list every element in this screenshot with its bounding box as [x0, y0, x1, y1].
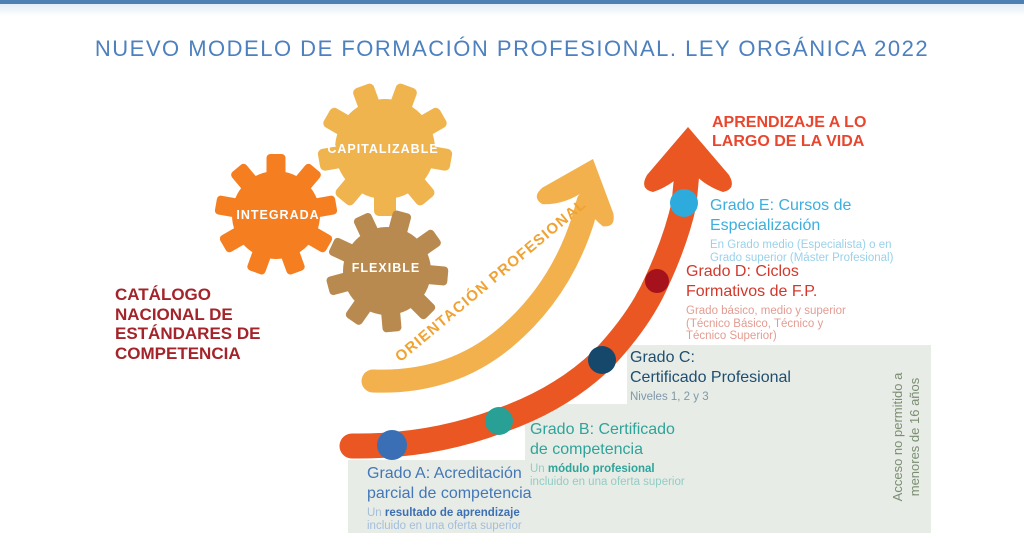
grade-b-sub-bold: módulo profesional — [547, 463, 655, 475]
catalog-line2: NACIONAL DE — [115, 304, 233, 324]
grade-d-dot — [645, 269, 669, 293]
grade-c-title-line1: Grado C: — [630, 349, 695, 366]
grade-b-block: Grado B: Certificado de competencia Un m… — [530, 420, 685, 489]
grade-b-sub-line1: Un módulo profesional — [530, 463, 685, 476]
lifelong-learning-heading: APRENDIZAJE A LO LARGO DE LA VIDA — [712, 113, 866, 151]
lifelong-line1: APRENDIZAJE A LO — [712, 114, 867, 131]
gear-flexible-label: FLEXIBLE — [351, 261, 421, 275]
grade-a-sub-line1: Un resultado de aprendizaje — [367, 507, 532, 520]
grade-a-dot — [377, 430, 407, 460]
grade-b-sub-prefix: Un — [530, 463, 548, 475]
grade-b-dot — [485, 407, 513, 435]
grade-b-sub-line2: incluido en una oferta superior — [530, 476, 685, 488]
grade-a-title-line1: Grado A: Acreditación — [367, 465, 522, 482]
grade-e-block: Grado E: Cursos de Especialización En Gr… — [710, 196, 893, 265]
pathway-arrow-head — [644, 127, 732, 192]
catalog-line1: CATÁLOGO — [115, 285, 212, 304]
grade-a-block: Grado A: Acreditación parcial de compete… — [367, 464, 532, 533]
grade-a-sub-bold: resultado de aprendizaje — [384, 507, 520, 519]
grade-e-dot — [670, 189, 698, 217]
grade-d-title-line2: Formativos de F.P. — [686, 283, 818, 300]
grade-c-title-line2: Certificado Profesional — [630, 369, 791, 386]
grade-e-title-line1: Grado E: Cursos de — [710, 197, 852, 214]
grade-d-block: Grado D: Ciclos Formativos de F.P. Grado… — [686, 262, 846, 343]
grade-e-sub-line1: En Grado medio (Especialista) o en — [710, 239, 892, 251]
gear-integrada-icon — [214, 154, 338, 275]
gear-flexible-icon — [326, 210, 449, 333]
grade-a-title-line2: parcial de competencia — [367, 485, 532, 502]
orientation-arrow-head — [536, 159, 614, 227]
grade-c-dot — [588, 346, 616, 374]
grade-c-sub-line1: Niveles 1, 2 y 3 — [630, 391, 709, 403]
grade-d-title-line1: Grado D: Ciclos — [686, 263, 799, 280]
top-border-fade — [0, 4, 1024, 16]
grade-b-title-line1: Grado B: Certificado — [530, 421, 675, 438]
grade-e-sub-line2: Grado superior (Máster Profesional) — [710, 252, 894, 264]
grade-c-block: Grado C: Certificado Profesional Niveles… — [630, 348, 791, 404]
page-title: NUEVO MODELO DE FORMACIÓN PROFESIONAL. L… — [94, 36, 930, 61]
orientation-arrow-curve — [361, 190, 600, 393]
lifelong-line2: LARGO DE LA VIDA — [712, 133, 865, 150]
catalog-heading: CATÁLOGO NACIONAL DE ESTÁNDARES DE COMPE… — [115, 285, 260, 363]
grade-d-sub-line1: Grado básico, medio y superior — [686, 305, 846, 317]
gear-integrada-label: INTEGRADA — [236, 208, 320, 222]
catalog-line3: ESTÁNDARES DE — [115, 324, 261, 343]
grade-d-sub-line3: Técnico Superior) — [686, 330, 777, 342]
gear-capitalizable-label: CAPITALIZABLE — [327, 142, 439, 156]
grade-a-sub-prefix: Un — [367, 507, 385, 519]
grade-d-sub-line2: (Técnico Básico, Técnico y — [686, 317, 824, 330]
grade-a-sub-line2: incluido en una oferta superior — [367, 520, 522, 532]
grade-e-title-line2: Especialización — [710, 217, 821, 234]
catalog-line4: COMPETENCIA — [115, 343, 241, 363]
gear-capitalizable-icon — [317, 83, 453, 216]
top-border-line — [0, 0, 1024, 4]
grade-b-title-line2: de competencia — [530, 441, 643, 458]
gray-panel-grade-a — [348, 460, 931, 533]
